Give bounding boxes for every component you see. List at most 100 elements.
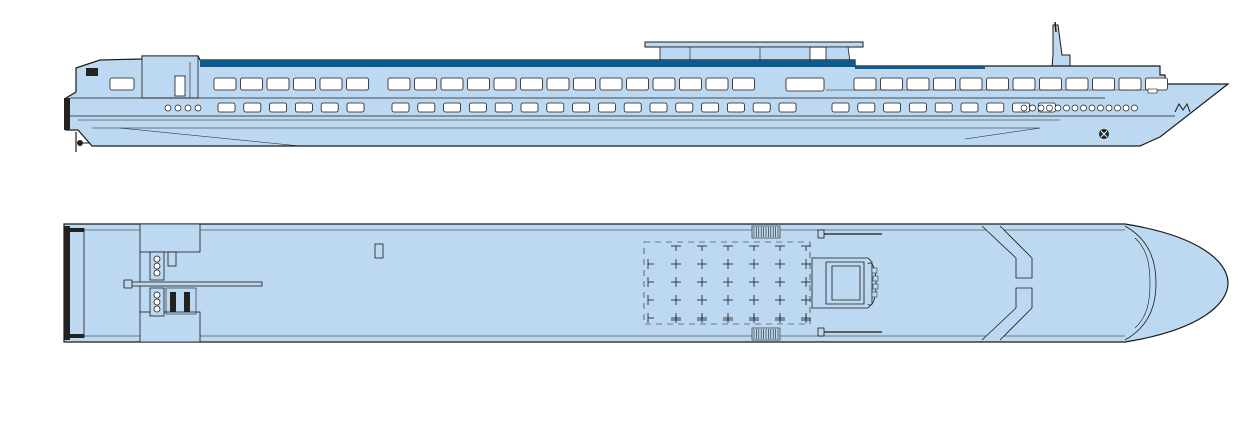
porthole [1088, 104, 1096, 112]
lower-deck-windows [217, 102, 1056, 113]
upper-window [986, 77, 1009, 91]
lower-window [960, 102, 979, 113]
upper-window [240, 77, 263, 91]
mast-arm-top [817, 229, 882, 239]
upper-window [440, 77, 464, 91]
deck-outline [63, 223, 1229, 343]
upper-window [573, 77, 596, 91]
lower-window [391, 102, 410, 113]
upper-window [933, 77, 956, 91]
porthole [1054, 104, 1062, 112]
lower-window [623, 102, 642, 113]
upper-window [732, 77, 755, 91]
upper-window [1039, 77, 1062, 91]
seat-marker [775, 295, 785, 305]
porthole [1131, 104, 1138, 112]
bow-bulwark [981, 225, 1157, 341]
lower-window [934, 102, 953, 113]
porthole [1020, 104, 1028, 112]
upper-window [266, 77, 290, 91]
portholes [164, 104, 1138, 112]
upper-window [1012, 77, 1036, 91]
wheelhouse-roof [139, 223, 201, 343]
sun-deck-canopy [644, 41, 864, 63]
upper-window [346, 77, 369, 91]
lower-window [909, 102, 927, 113]
porthole [184, 104, 192, 112]
upper-window [679, 77, 702, 91]
upper-window [319, 77, 343, 91]
seat-marker [801, 277, 811, 287]
lower-window [468, 102, 487, 113]
mast [1051, 24, 1071, 69]
upper-window [414, 77, 437, 91]
forward-lounge-window [785, 77, 825, 92]
seat-marker [749, 277, 759, 287]
lower-window [520, 102, 539, 113]
upper-window [520, 77, 543, 91]
porthole [174, 104, 182, 112]
hull [65, 55, 1230, 147]
seat-marker [749, 295, 759, 305]
porthole [1114, 104, 1121, 112]
upper-window [1118, 77, 1142, 91]
porthole [1080, 104, 1087, 112]
upper-window [493, 77, 517, 91]
stern-bumper [64, 98, 70, 130]
upper-window [906, 77, 930, 91]
porthole [194, 104, 202, 112]
seat-marker [775, 277, 785, 287]
upper-window [1145, 77, 1168, 91]
upper-window [853, 77, 877, 91]
upper-window [959, 77, 983, 91]
lower-window [701, 102, 719, 113]
porthole [1063, 104, 1070, 112]
upper-window [387, 77, 411, 91]
lower-window [883, 102, 901, 113]
top-deck-plan-view [63, 223, 1229, 343]
sundeck-roof [200, 60, 855, 67]
lower-window [243, 102, 262, 113]
lower-window [346, 102, 365, 113]
deck-hatch [374, 243, 384, 259]
lower-window [857, 102, 876, 113]
lower-window [649, 102, 668, 113]
seat-marker [801, 259, 811, 269]
mast-arm-bottom [817, 327, 882, 337]
stern-edge [64, 226, 70, 340]
upper-window [652, 77, 676, 91]
lower-window [417, 102, 436, 113]
upper-window [546, 77, 570, 91]
anchor-icon [1099, 129, 1109, 139]
bow-vent [1147, 88, 1158, 94]
lower-window [546, 102, 565, 113]
seat-marker [671, 295, 681, 305]
seat-marker [697, 259, 707, 269]
side-elevation-view [64, 21, 1230, 152]
upper-window [626, 77, 649, 91]
seat-marker [697, 295, 707, 305]
upper-window [880, 77, 903, 91]
porthole [1105, 104, 1113, 112]
upper-deck-windows [213, 77, 1168, 91]
seat-marker [697, 277, 707, 287]
sun-deck-seating-grid [647, 245, 811, 323]
sun-deck-bar [811, 257, 879, 309]
lower-window [675, 102, 694, 113]
upper-window [213, 77, 237, 91]
porthole [1122, 104, 1130, 112]
seat-marker [671, 277, 681, 287]
porthole [1029, 104, 1036, 112]
upper-window [293, 77, 316, 91]
porthole [1046, 104, 1053, 112]
lower-window [572, 102, 590, 113]
bow-logo-icon [1174, 102, 1191, 113]
lower-window [986, 102, 1005, 113]
porthole [1097, 104, 1104, 112]
lower-window [494, 102, 513, 113]
seat-marker [723, 295, 733, 305]
gangway-beam [123, 279, 263, 289]
lower-window [598, 102, 616, 113]
